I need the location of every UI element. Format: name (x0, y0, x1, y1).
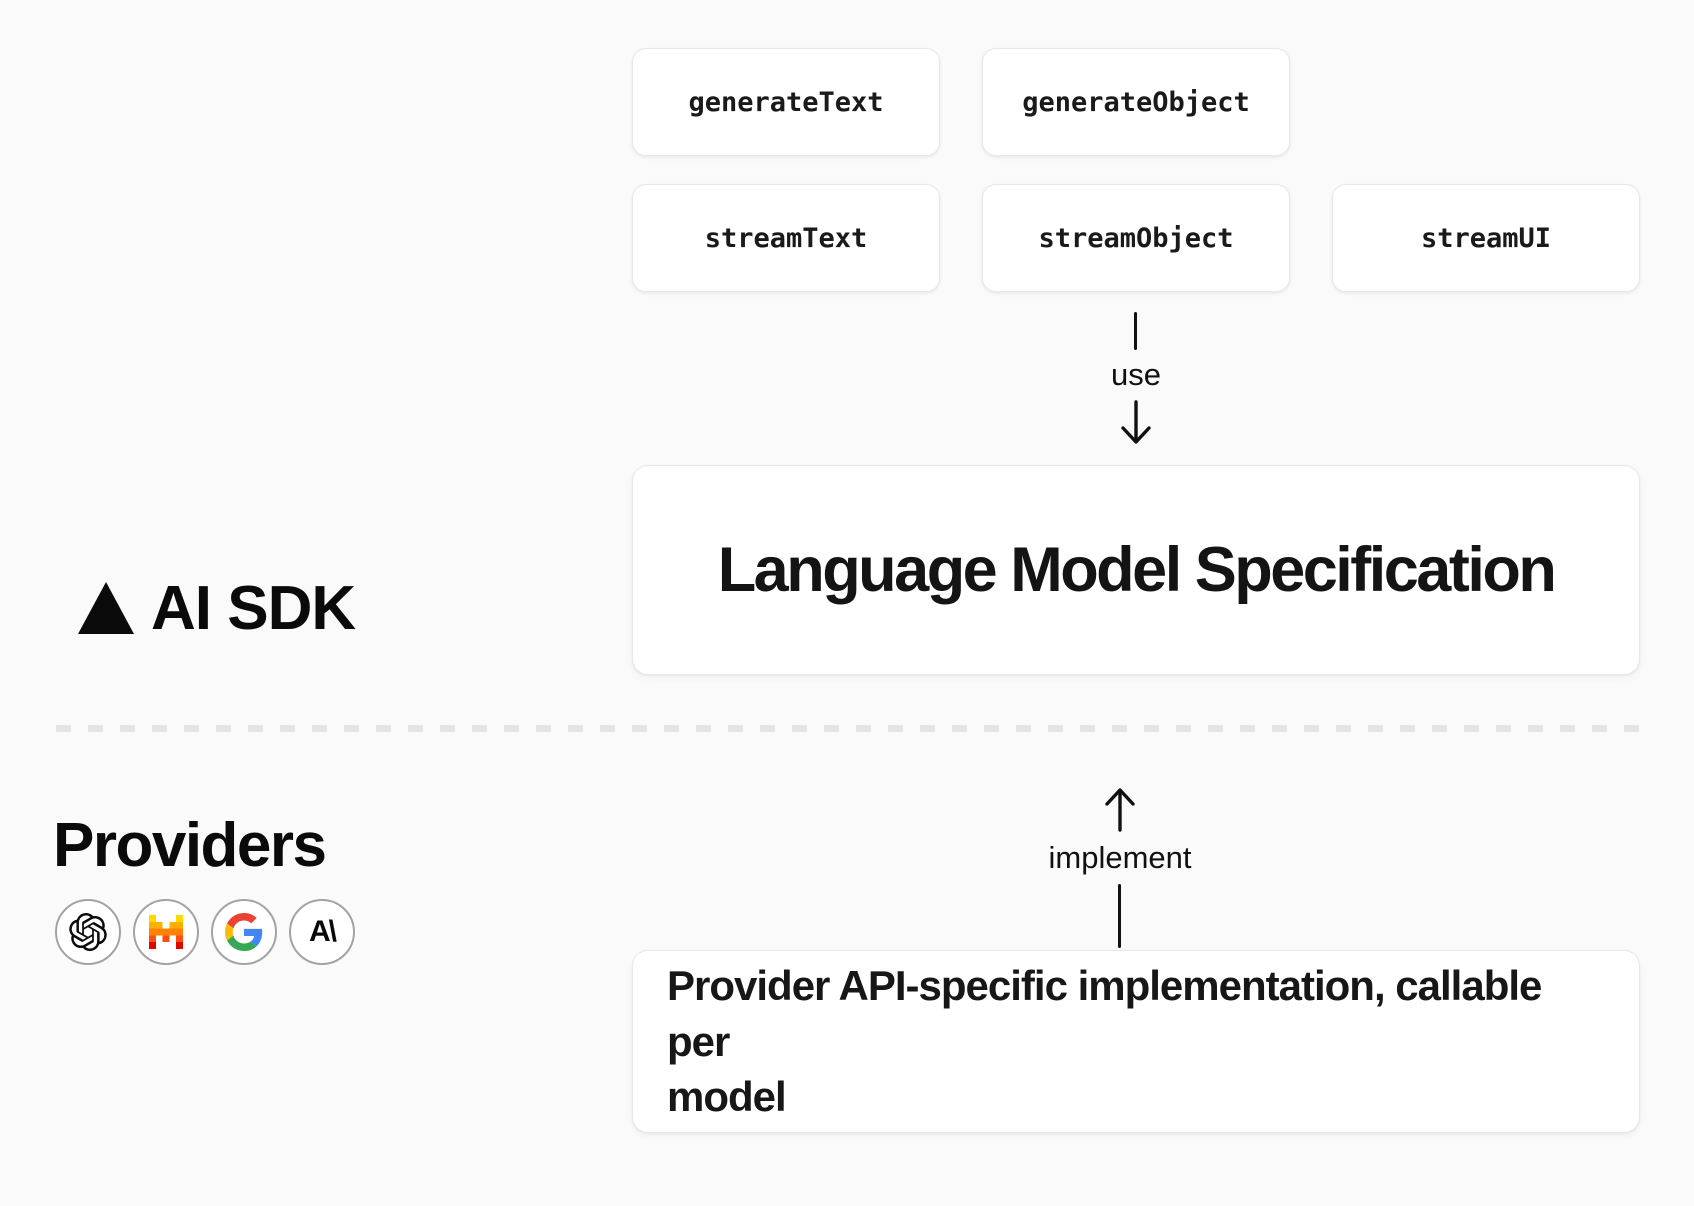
use-connector-line (1134, 312, 1137, 350)
function-label: streamUI (1420, 222, 1552, 254)
function-label: streamText (704, 222, 868, 254)
language-model-specification-box: Language Model Specification (632, 465, 1640, 675)
use-connector-label: use (1111, 357, 1161, 392)
google-icon (211, 899, 277, 965)
openai-icon (55, 899, 121, 965)
ai-sdk-label: AI SDK (151, 573, 356, 643)
function-box-generateText: generateText (632, 48, 940, 156)
function-box-streamUI: streamUI (1332, 184, 1640, 292)
implement-connector-label: implement (1048, 840, 1192, 875)
provider-box-text-line2: model (667, 1073, 787, 1121)
spec-box-title: Language Model Specification (717, 535, 1557, 605)
vercel-triangle-icon (78, 582, 134, 634)
anthropic-icon: A\ (289, 899, 355, 965)
providers-heading: Providers (53, 811, 327, 880)
anthropic-monogram: A\ (309, 915, 337, 948)
provider-implementation-box: Provider API-specific implementation, ca… (632, 950, 1640, 1133)
mistral-icon (133, 899, 199, 965)
implement-connector-line (1118, 884, 1121, 948)
function-label: generateText (688, 86, 884, 118)
function-label: generateObject (1022, 86, 1250, 118)
function-label: streamObject (1038, 222, 1234, 254)
arrow-down-icon (1121, 400, 1151, 444)
provider-box-text-line1: Provider API-specific implementation, ca… (667, 962, 1542, 1065)
function-box-streamObject: streamObject (982, 184, 1290, 292)
function-box-generateObject: generateObject (982, 48, 1290, 156)
ai-sdk-lockup: AI SDK (78, 574, 356, 643)
function-box-streamText: streamText (632, 184, 940, 292)
dashed-divider (56, 725, 1642, 732)
arrow-up-icon (1105, 788, 1135, 832)
provider-logo-row: A\ (55, 899, 355, 965)
